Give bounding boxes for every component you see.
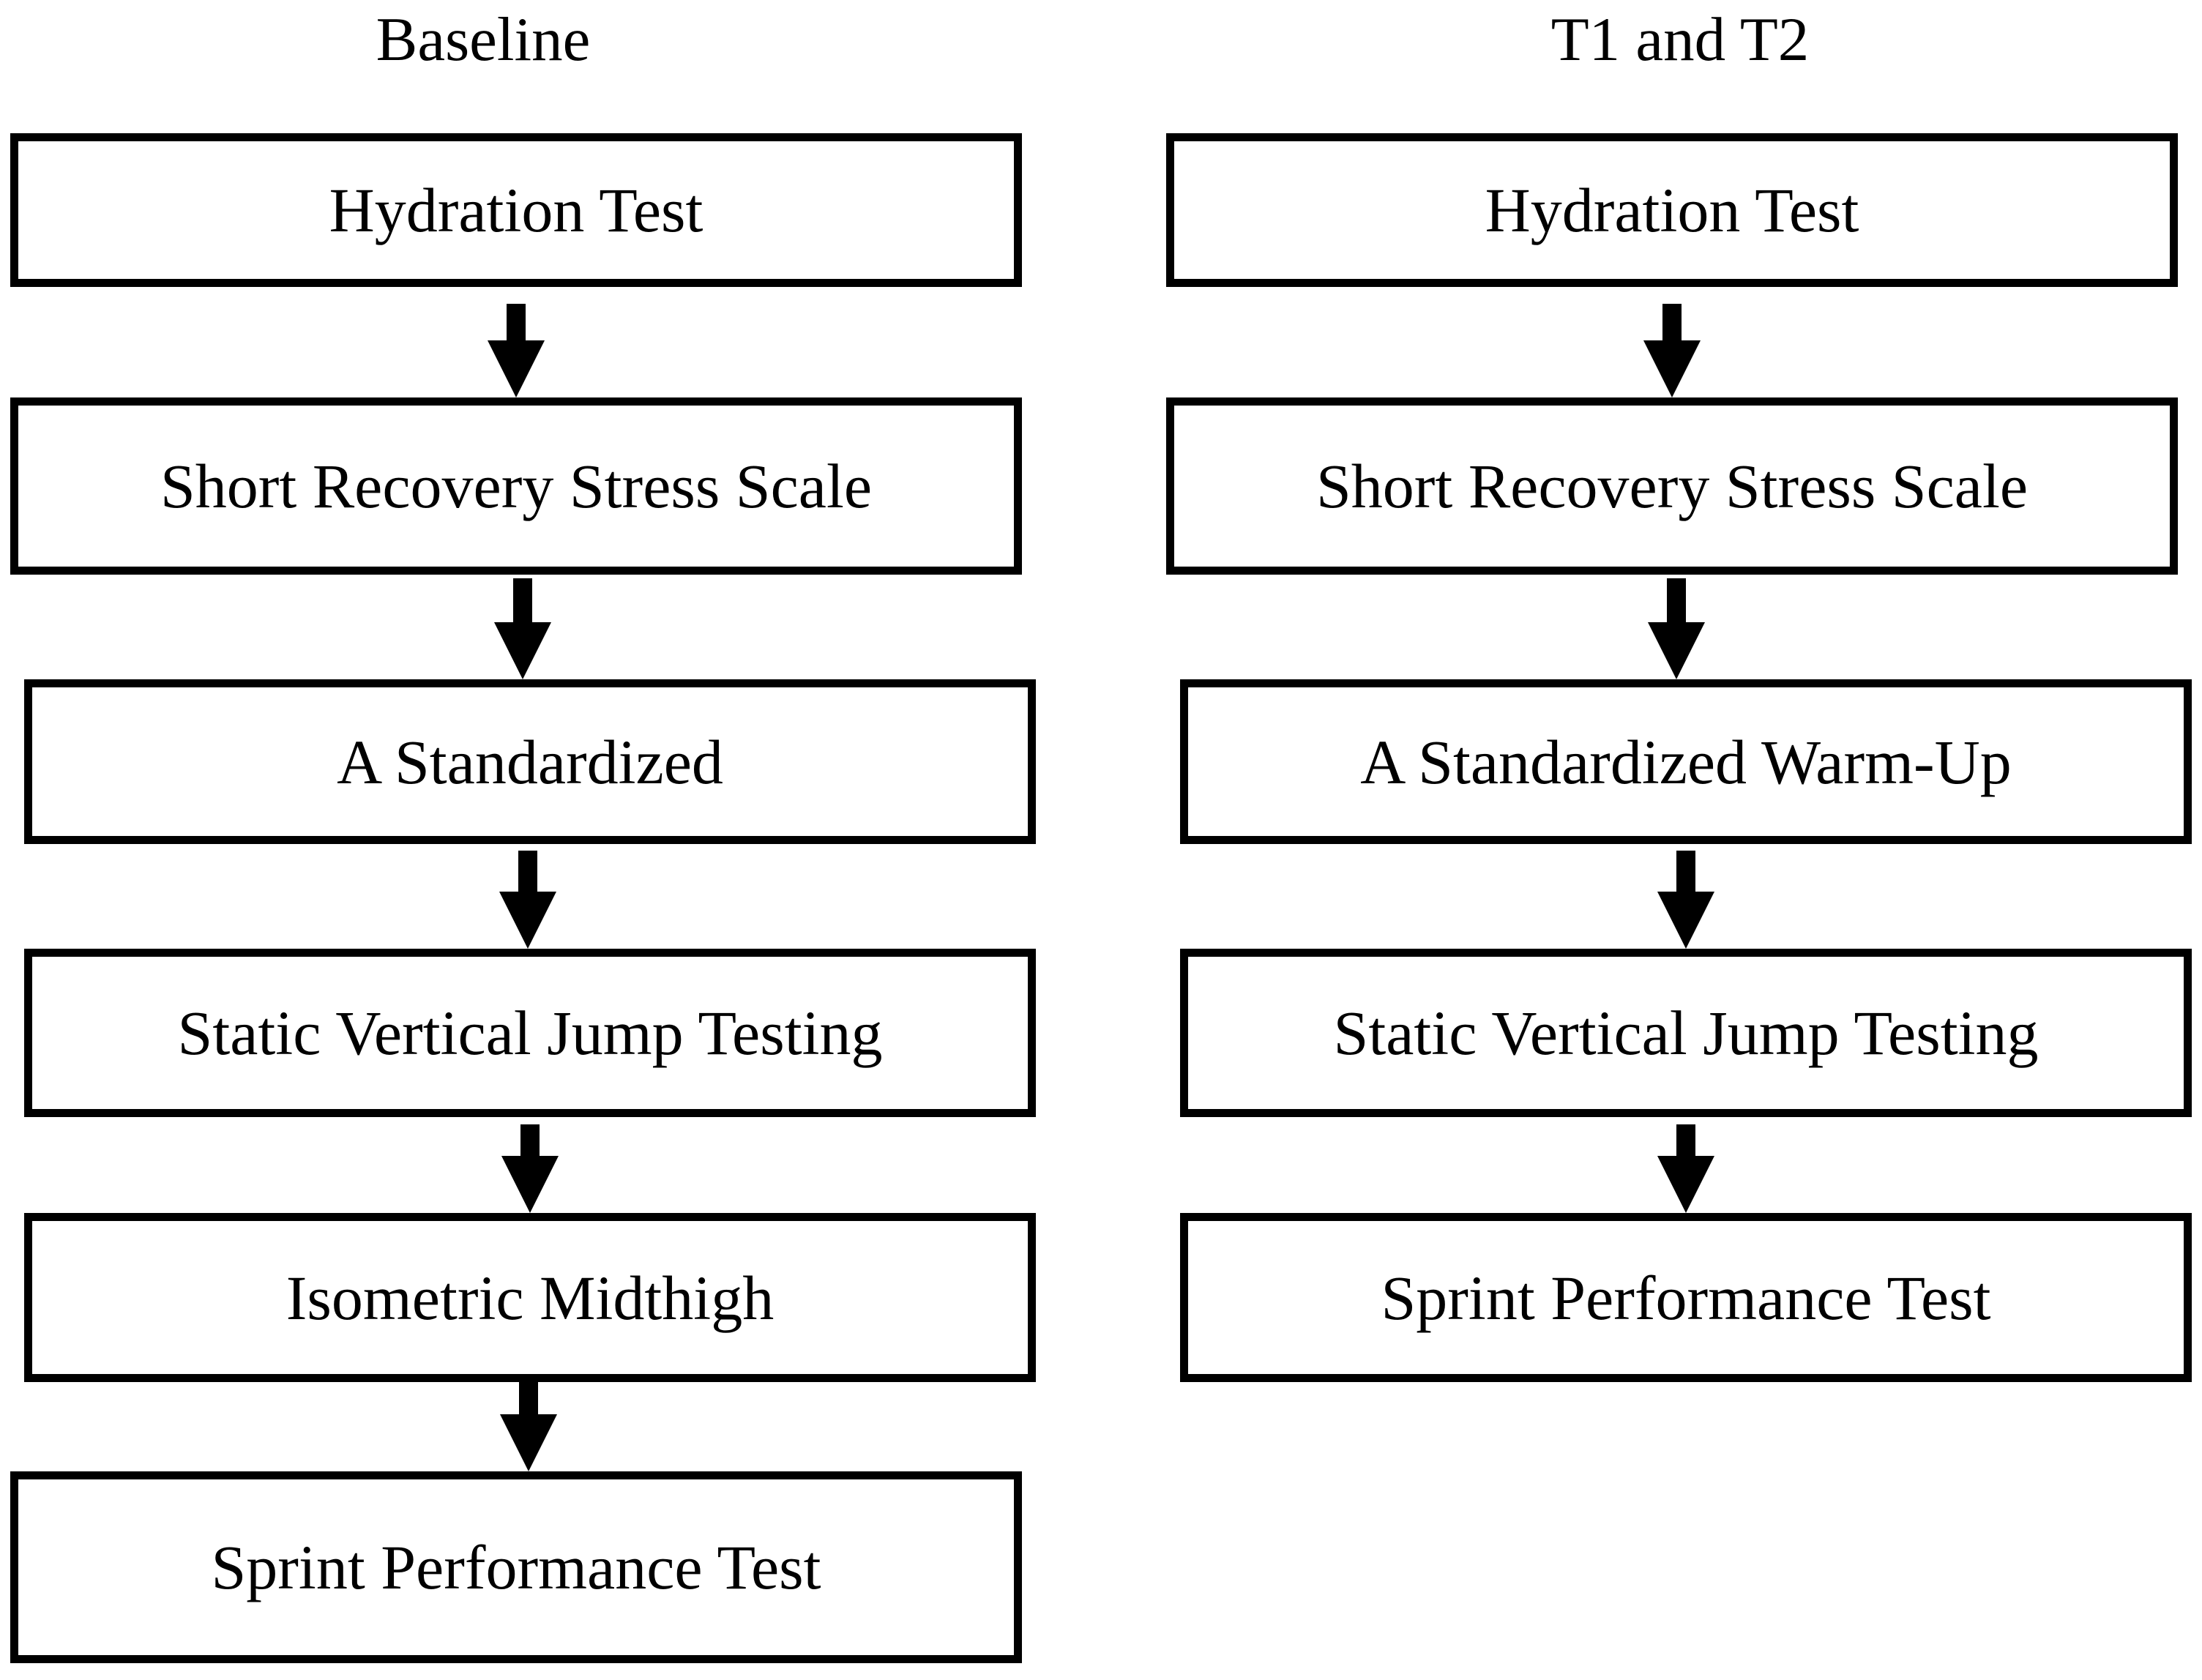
down-arrow-icon [1643,304,1701,397]
arrow-head [494,622,551,679]
down-arrow-icon [499,851,556,949]
t1t2-step-static-vertical-jump-testing-box: Static Vertical Jump Testing [1180,949,2192,1117]
arrow-stem [518,851,537,892]
arrow-head [1657,1156,1714,1213]
t1t2-step-hydration-test-box: Hydration Test [1166,133,2178,287]
arrow-head [500,1414,557,1471]
baseline-step-a-standardized-box: A Standardized [24,679,1036,844]
down-arrow-icon [500,1382,557,1471]
baseline-step-static-vertical-jump-testing-box: Static Vertical Jump Testing [24,949,1036,1117]
down-arrow-icon [1657,1124,1714,1213]
arrow-stem [1676,1124,1695,1156]
arrow-stem [1667,578,1686,622]
arrow-head [1648,622,1705,679]
down-arrow-icon [494,578,551,679]
down-arrow-icon [501,1124,559,1213]
arrow-stem [1676,851,1695,892]
arrow-stem [513,578,532,622]
down-arrow-icon [488,304,545,397]
column-title-t1-and-t2: T1 and T2 [1550,5,1810,74]
baseline-step-short-recovery-stress-scale-box: Short Recovery Stress Scale [10,397,1022,575]
arrow-head [501,1156,559,1213]
down-arrow-icon [1648,578,1705,679]
t1t2-step-a-standardized-warm-up-box: A Standardized Warm-Up [1180,679,2192,844]
t1t2-step-sprint-performance-test-box: Sprint Performance Test [1180,1213,2192,1382]
arrow-stem [519,1382,538,1414]
baseline-step-isometric-midthigh-box: Isometric Midthigh [24,1213,1036,1382]
arrow-stem [507,304,526,340]
arrow-stem [1662,304,1682,340]
t1t2-step-short-recovery-stress-scale-box: Short Recovery Stress Scale [1166,397,2178,575]
baseline-step-hydration-test-box: Hydration Test [10,133,1022,287]
arrow-head [1643,340,1701,397]
arrow-head [499,892,556,949]
column-title-baseline: Baseline [376,5,591,74]
arrow-head [488,340,545,397]
arrow-stem [520,1124,540,1156]
arrow-head [1657,892,1714,949]
down-arrow-icon [1657,851,1714,949]
baseline-step-sprint-performance-test-box: Sprint Performance Test [10,1471,1022,1663]
